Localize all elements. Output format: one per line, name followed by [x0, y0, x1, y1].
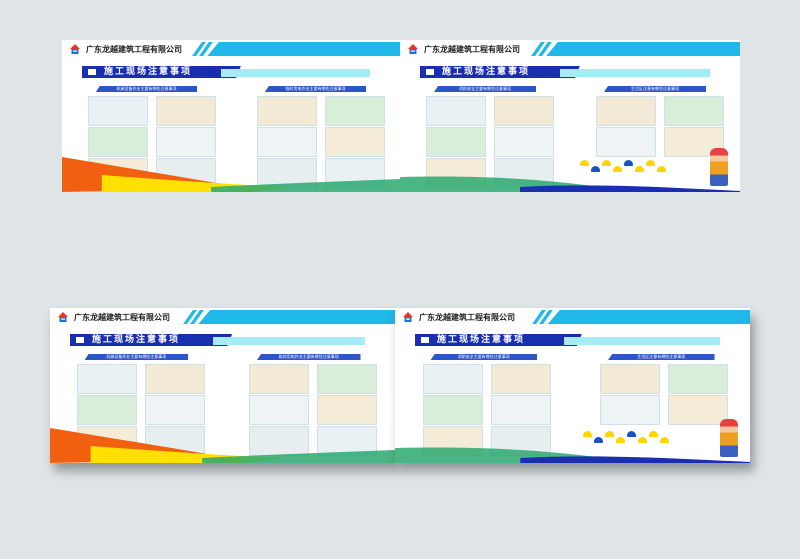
hard-hat: [646, 160, 656, 166]
section-heading: 临时用电作业主要有哪些注意事项: [257, 354, 361, 360]
safety-illustration: [494, 96, 554, 126]
display-board-left: 广东龙越建筑工程有限公司 施工现场注意事项 机械设备作业主要有哪些注意事项 临时用…: [62, 40, 400, 192]
safety-illustration: [422, 364, 483, 394]
panel-title: 施工现场注意事项: [82, 66, 241, 78]
safety-illustration: [596, 96, 656, 126]
title-accent-bar: [563, 337, 720, 345]
workers-crowd-illustration: [583, 431, 678, 461]
section-heading: 临时用电作业主要有哪些注意事项: [264, 86, 367, 92]
safety-illustration: [249, 395, 309, 425]
title-accent-bar: [221, 69, 370, 77]
house-logo-icon: [70, 44, 80, 54]
decorative-swoosh: [400, 176, 740, 192]
company-name: 广东龙越建筑工程有限公司: [419, 313, 515, 322]
header-band: [400, 40, 740, 58]
hard-hat: [624, 160, 634, 166]
hard-hat: [583, 431, 593, 437]
hard-hat: [635, 166, 645, 172]
house-logo-icon: [408, 44, 418, 54]
company-name: 广东龙越建筑工程有限公司: [424, 45, 520, 54]
safety-illustration: [249, 364, 309, 394]
company-name: 广东龙越建筑工程有限公司: [86, 45, 182, 54]
header-band: [395, 308, 750, 326]
hard-hat: [638, 437, 648, 443]
safety-illustration: [490, 364, 551, 394]
safety-illustration: [76, 395, 137, 425]
safety-illustration: [256, 127, 317, 157]
display-board-right: 广东龙越建筑工程有限公司 施工现场注意事项 消防安全主要有哪些注意事项 生活区注意…: [400, 40, 740, 192]
safety-illustration: [256, 96, 317, 126]
hard-hat: [580, 160, 590, 166]
hard-hat: [657, 166, 667, 172]
workers-crowd-illustration: [580, 160, 675, 190]
safety-illustration: [87, 127, 148, 157]
safety-illustration: [324, 127, 385, 157]
safety-illustration: [155, 127, 216, 157]
panel-title: 施工现场注意事项: [415, 334, 582, 346]
panel-title: 施工现场注意事项: [70, 334, 233, 346]
decorative-swoosh: [50, 428, 395, 463]
title-accent-bar: [560, 69, 710, 77]
safety-illustration: [664, 96, 724, 126]
hard-hat: [616, 437, 626, 443]
safety-illustration: [87, 96, 148, 126]
section-heading: 生活区注意有哪些注意事项: [604, 86, 706, 92]
safety-illustration: [422, 395, 483, 425]
safety-illustration: [596, 127, 656, 157]
hard-hat: [627, 431, 637, 437]
safety-illustration: [144, 395, 205, 425]
header-band: [62, 40, 400, 58]
safety-officer-illustration: [720, 419, 738, 457]
hard-hat: [605, 431, 615, 437]
safety-illustration: [317, 395, 377, 425]
safety-illustration: [317, 364, 377, 394]
display-board-left: 广东龙越建筑工程有限公司 施工现场注意事项 机械设备作业主要有哪些注意事项 临时用…: [50, 308, 395, 463]
safety-illustration: [668, 395, 728, 425]
safety-illustration: [490, 395, 551, 425]
safety-illustration: [144, 364, 205, 394]
safety-officer-illustration: [710, 148, 728, 186]
hard-hat: [613, 166, 623, 172]
header-band: [50, 308, 395, 326]
display-board-right: 广东龙越建筑工程有限公司 施工现场注意事项 消防安全主要有哪些注意事项 生活区注意…: [395, 308, 750, 463]
safety-illustration: [494, 127, 554, 157]
safety-illustration: [155, 96, 216, 126]
decorative-swoosh: [62, 157, 400, 192]
hard-hat: [649, 431, 659, 437]
section-heading: 机械设备作业主要有哪些注意事项: [84, 354, 188, 360]
section-heading: 消防安全主要有哪些注意事项: [434, 86, 536, 92]
title-accent-bar: [213, 337, 365, 345]
panel-title: 施工现场注意事项: [420, 66, 580, 78]
safety-illustration: [76, 364, 137, 394]
house-logo-icon: [403, 312, 413, 322]
hard-hat: [660, 437, 670, 443]
section-heading: 消防安全主要有哪些注意事项: [430, 354, 537, 360]
section-heading: 机械设备作业主要有哪些注意事项: [95, 86, 198, 92]
hard-hat: [602, 160, 612, 166]
section-heading: 生活区注意有哪些注意事项: [608, 354, 715, 360]
safety-illustration: [426, 127, 486, 157]
safety-illustration: [426, 96, 486, 126]
safety-illustration: [600, 395, 660, 425]
safety-illustration: [600, 364, 660, 394]
hard-hat: [594, 437, 604, 443]
safety-illustration: [324, 96, 385, 126]
company-name: 广东龙越建筑工程有限公司: [74, 313, 170, 322]
decorative-swoosh: [395, 447, 750, 463]
house-logo-icon: [58, 312, 68, 322]
safety-illustration: [668, 364, 728, 394]
hard-hat: [591, 166, 601, 172]
